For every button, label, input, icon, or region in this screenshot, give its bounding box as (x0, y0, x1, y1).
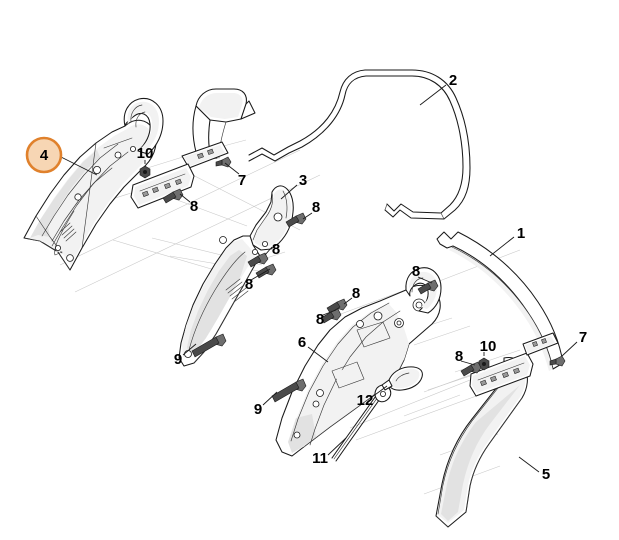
callout-2: 2 (449, 72, 457, 89)
highlight-circle[interactable] (25, 136, 63, 174)
callout-8d: 8 (245, 276, 253, 293)
part-6-handle-housing-right (275, 267, 442, 457)
part-1-handle-tube-right (436, 231, 564, 371)
leader-4 (60, 156, 98, 176)
highlight-label: 4 (40, 147, 49, 164)
leader-8d (250, 268, 271, 281)
callout-9a: 9 (174, 351, 182, 368)
part-7-upper-bracket (181, 88, 256, 169)
part-12-cable-clip (381, 366, 423, 391)
leader-5 (518, 456, 540, 473)
leader-7b (561, 341, 578, 357)
leader-9b (262, 391, 278, 406)
leader-7a (224, 162, 240, 175)
leader-8f (322, 309, 337, 316)
screw-8-f (320, 308, 342, 324)
part-10-nut-right-bracket (469, 352, 534, 397)
leader-lines (60, 84, 578, 473)
callout-8h: 8 (455, 348, 463, 365)
screw-8-c (247, 252, 269, 268)
leader-8g (417, 276, 433, 284)
callout-8e: 8 (352, 285, 360, 302)
rivet-7-right (549, 355, 566, 367)
leader-1 (489, 236, 515, 257)
leader-8h (460, 360, 476, 366)
callout-8g: 8 (412, 263, 420, 280)
callout-3: 3 (299, 172, 307, 189)
callout-10b: 10 (480, 338, 497, 355)
leader-8b (302, 212, 313, 220)
callout-7b: 7 (579, 329, 587, 346)
part-3-lever-plate (178, 185, 294, 367)
screw-8-b (285, 212, 307, 228)
callout-10a: 10 (137, 145, 154, 162)
leader-8e (343, 297, 353, 305)
screw-9-b (271, 378, 307, 403)
part-10-nut-left-bracket (130, 160, 195, 209)
callout-7a: 7 (238, 172, 246, 189)
leader-6 (307, 346, 329, 363)
screw-8-a (162, 188, 184, 204)
part-2-control-bar (248, 69, 471, 220)
screw-8-e (326, 298, 348, 314)
leader-3 (280, 184, 298, 200)
leader-11 (327, 437, 347, 456)
callout-1: 1 (517, 225, 525, 242)
callout-12: 12 (357, 392, 374, 409)
leader-2 (419, 84, 447, 106)
screw-9-a (191, 333, 227, 358)
callout-6: 6 (298, 334, 306, 351)
callout-8a: 8 (190, 198, 198, 215)
callout-11: 11 (312, 450, 328, 467)
callout-9b: 9 (254, 401, 262, 418)
callout-8c: 8 (272, 241, 280, 258)
hardware-screws (162, 188, 566, 403)
callout-labels: 1 2 3 5 6 7 7 8 8 8 8 8 8 8 8 9 9 10 10 … (137, 72, 588, 483)
part-4-handle-housing-left (23, 97, 164, 271)
leader-8a (179, 193, 191, 203)
part-7-right-bracket (522, 332, 559, 356)
callout-5: 5 (542, 466, 550, 483)
callout-8b: 8 (312, 199, 320, 216)
part-5-handle-tube-lower-right (435, 357, 528, 528)
callout-8f: 8 (316, 311, 324, 328)
leader-8c (264, 246, 273, 256)
leader-12 (371, 385, 388, 398)
highlight-badge-part-4[interactable]: 4 (25, 136, 63, 174)
leader-9a (182, 343, 197, 356)
screw-8-g (417, 279, 439, 295)
